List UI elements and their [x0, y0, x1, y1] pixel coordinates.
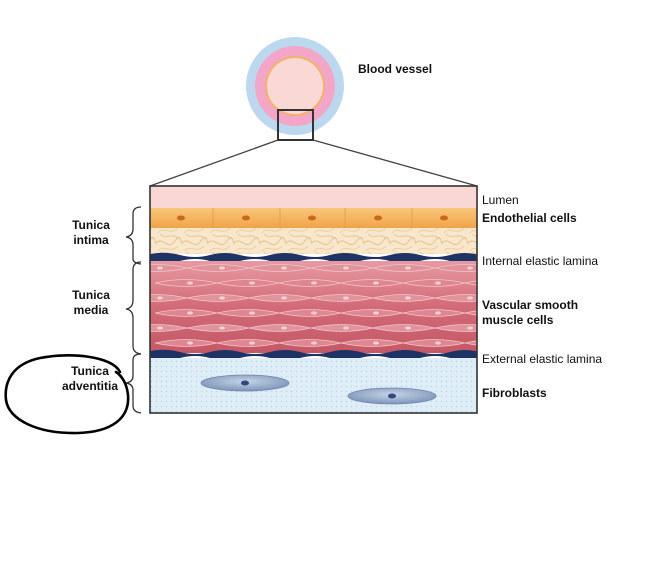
smooth-muscle-nucleus: [311, 341, 317, 345]
vascular-smooth-muscle-label: Vascular smooth muscle cells: [482, 298, 578, 328]
zoom-line-right: [312, 139, 478, 187]
endothelial-nuclei: [177, 215, 448, 221]
fibroblast-1: [200, 374, 290, 392]
smooth-muscle-nucleus: [249, 341, 255, 345]
vascular-smooth-muscle-line2: muscle cells: [482, 313, 554, 327]
smooth-muscle-nucleus: [281, 296, 287, 300]
brace-media: [125, 261, 142, 355]
internal-elastic-lamina: [150, 252, 477, 264]
smooth-muscle-nucleus: [467, 266, 473, 270]
vessel-wall-layers: [150, 186, 503, 413]
smooth-muscle-nucleus: [435, 341, 441, 345]
tunica-adventitia-label: Tunica adventitia: [48, 364, 132, 394]
smooth-muscle-nucleus: [405, 326, 411, 330]
layers-frame: [149, 185, 478, 414]
smooth-muscle-nucleus: [281, 326, 287, 330]
tunica-adventitia-line1: Tunica: [71, 364, 109, 378]
media-layer: [150, 261, 477, 353]
smooth-muscle-nucleus: [157, 326, 163, 330]
smooth-muscle-nucleus: [373, 281, 379, 285]
blood-vessel-icon: [246, 37, 344, 135]
zoom-line-left: [149, 139, 279, 187]
smooth-muscle-nucleus: [219, 296, 225, 300]
smooth-muscle-nucleus: [187, 311, 193, 315]
zoom-selection-box: [277, 109, 314, 141]
smooth-muscle-nucleus: [219, 326, 225, 330]
tunica-media-line1: Tunica: [72, 288, 110, 302]
tunica-media-line2: media: [73, 303, 109, 317]
smooth-muscle-nucleus: [467, 326, 473, 330]
smooth-muscle-nucleus: [249, 281, 255, 285]
vessel-lumen: [267, 58, 323, 114]
tunica-intima-line2: intima: [73, 233, 109, 247]
smooth-muscle-nucleus: [435, 281, 441, 285]
tunica-adventitia-line2: adventitia: [61, 379, 118, 393]
tunica-intima-label: Tunica intima: [60, 218, 122, 248]
adventitia-texture: [150, 358, 477, 413]
smooth-muscle-cell: [434, 294, 477, 302]
smooth-muscle-nucleus: [311, 281, 317, 285]
smooth-muscle-cell: [434, 324, 477, 332]
smooth-muscle-nucleus: [497, 341, 503, 344]
tunica-intima-line1: Tunica: [72, 218, 110, 232]
smooth-muscle-nucleus: [373, 311, 379, 315]
smooth-muscle-nucleus: [497, 281, 503, 284]
smooth-muscle-nucleus: [373, 341, 379, 345]
smooth-muscle-cell: [464, 310, 477, 316]
endothelial-cells-label: Endothelial cells: [482, 211, 577, 225]
subendothelial-fibers: [150, 228, 477, 254]
brace-intima: [125, 206, 142, 265]
tunica-media-label: Tunica media: [60, 288, 122, 318]
smooth-muscle-nucleus: [187, 341, 193, 345]
external-elastic-lamina: [150, 349, 477, 361]
smooth-muscle-nucleus: [435, 311, 441, 315]
smooth-muscle-nucleus: [219, 266, 225, 270]
smooth-muscle-nucleus: [467, 296, 473, 300]
external-elastic-lamina-label: External elastic lamina: [482, 352, 603, 366]
smooth-muscle-cell: [464, 340, 477, 346]
endothelial-cell-borders: [212, 208, 413, 228]
smooth-muscle-nucleus: [157, 296, 163, 300]
smooth-muscle-nucleus: [343, 296, 349, 300]
smooth-muscle-nucleus: [157, 266, 163, 270]
internal-elastic-lamina-label: Internal elastic lamina: [482, 254, 599, 268]
smooth-muscle-nucleus: [249, 311, 255, 315]
smooth-muscle-nucleus: [311, 311, 317, 315]
fibroblast-2: [347, 387, 437, 405]
hand-drawn-circle-annotation: [4, 354, 130, 435]
lumen-layer: [150, 186, 477, 208]
smooth-muscle-nucleus: [405, 266, 411, 270]
fibroblasts-label: Fibroblasts: [482, 386, 547, 400]
smooth-muscle-nucleus: [343, 266, 349, 270]
smooth-muscle-nucleus: [405, 296, 411, 300]
lumen-label: Lumen: [482, 193, 519, 207]
smooth-muscle-cells: [150, 264, 503, 347]
blood-vessel-label: Blood vessel: [358, 62, 433, 76]
vascular-smooth-muscle-line1: Vascular smooth: [482, 298, 579, 312]
smooth-muscle-cell: [464, 280, 477, 286]
smooth-muscle-nucleus: [281, 266, 287, 270]
smooth-muscle-cell: [434, 264, 477, 272]
smooth-muscle-nucleus: [187, 281, 193, 285]
smooth-muscle-nucleus: [343, 326, 349, 330]
